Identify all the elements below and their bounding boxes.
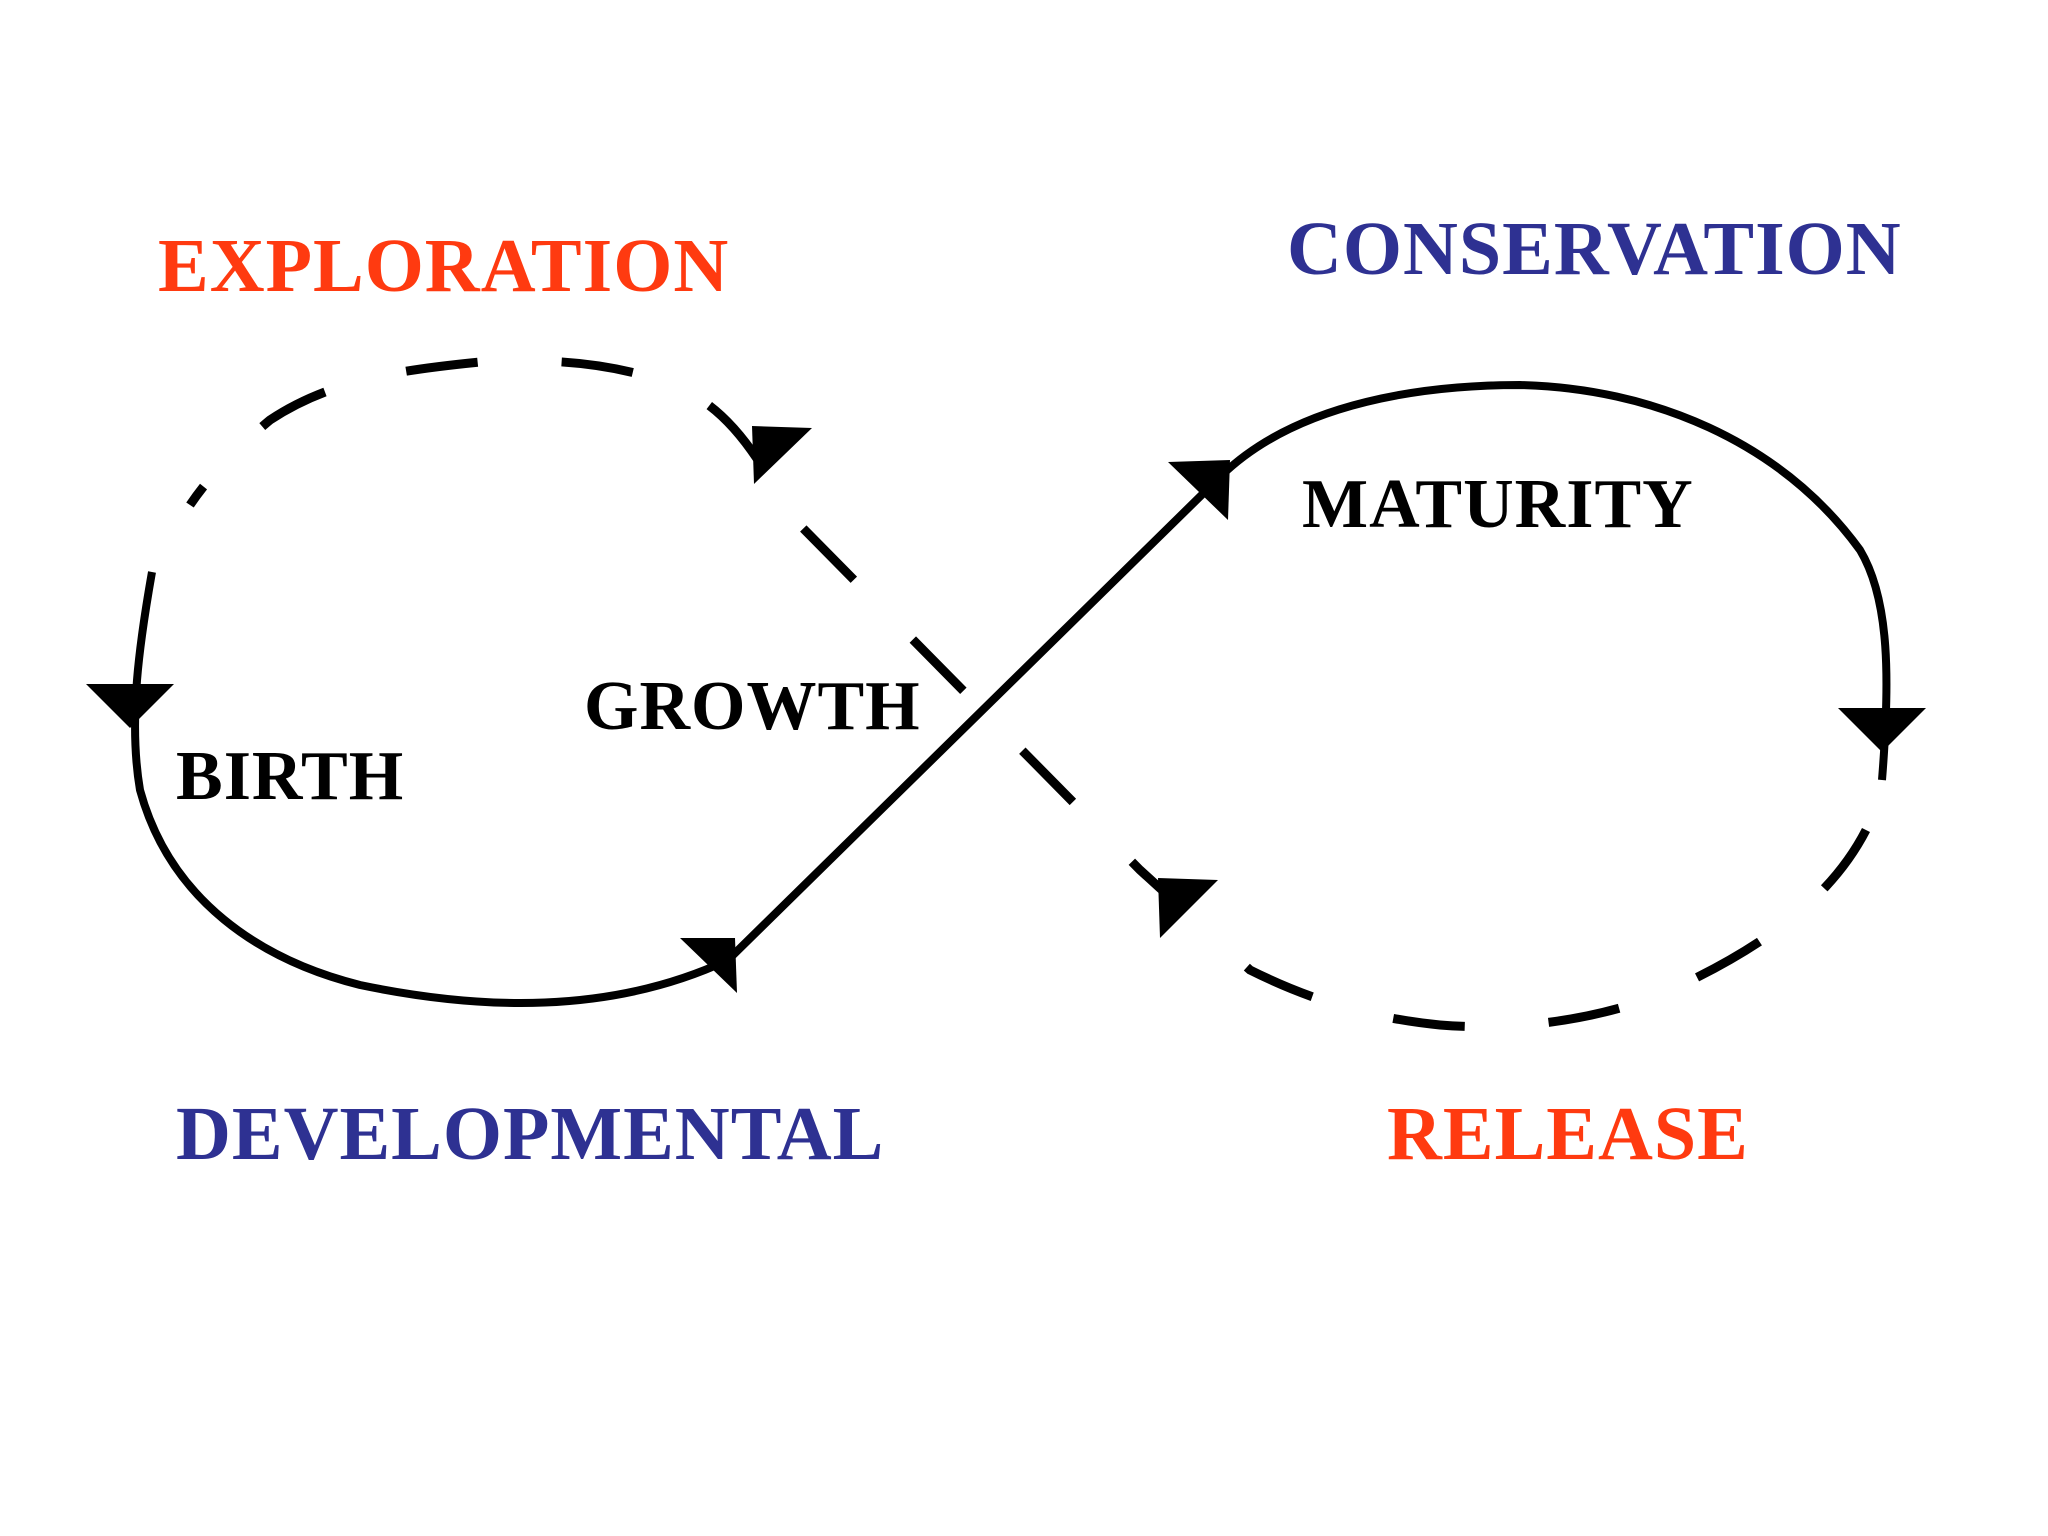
dashed-cycle-path bbox=[186, 356, 1871, 1032]
exploration-label: EXPLORATION bbox=[158, 224, 730, 308]
arrow-down-right-icon bbox=[1838, 708, 1926, 752]
developmental-label: DEVELOPMENTAL bbox=[176, 1092, 885, 1176]
conservation-label: CONSERVATION bbox=[1287, 207, 1902, 291]
arrow-up-left-upper-icon bbox=[752, 426, 812, 484]
arrow-down-left-icon bbox=[86, 684, 174, 728]
arrow-up-left-lower-icon bbox=[1158, 878, 1218, 938]
release-label: RELEASE bbox=[1387, 1092, 1749, 1176]
birth-label: BIRTH bbox=[176, 738, 405, 815]
arrow-right-bottom-icon bbox=[680, 938, 737, 993]
arrow-up-right-icon bbox=[1168, 460, 1230, 520]
maturity-label: MATURITY bbox=[1302, 466, 1694, 543]
growth-label: GROWTH bbox=[584, 668, 921, 745]
